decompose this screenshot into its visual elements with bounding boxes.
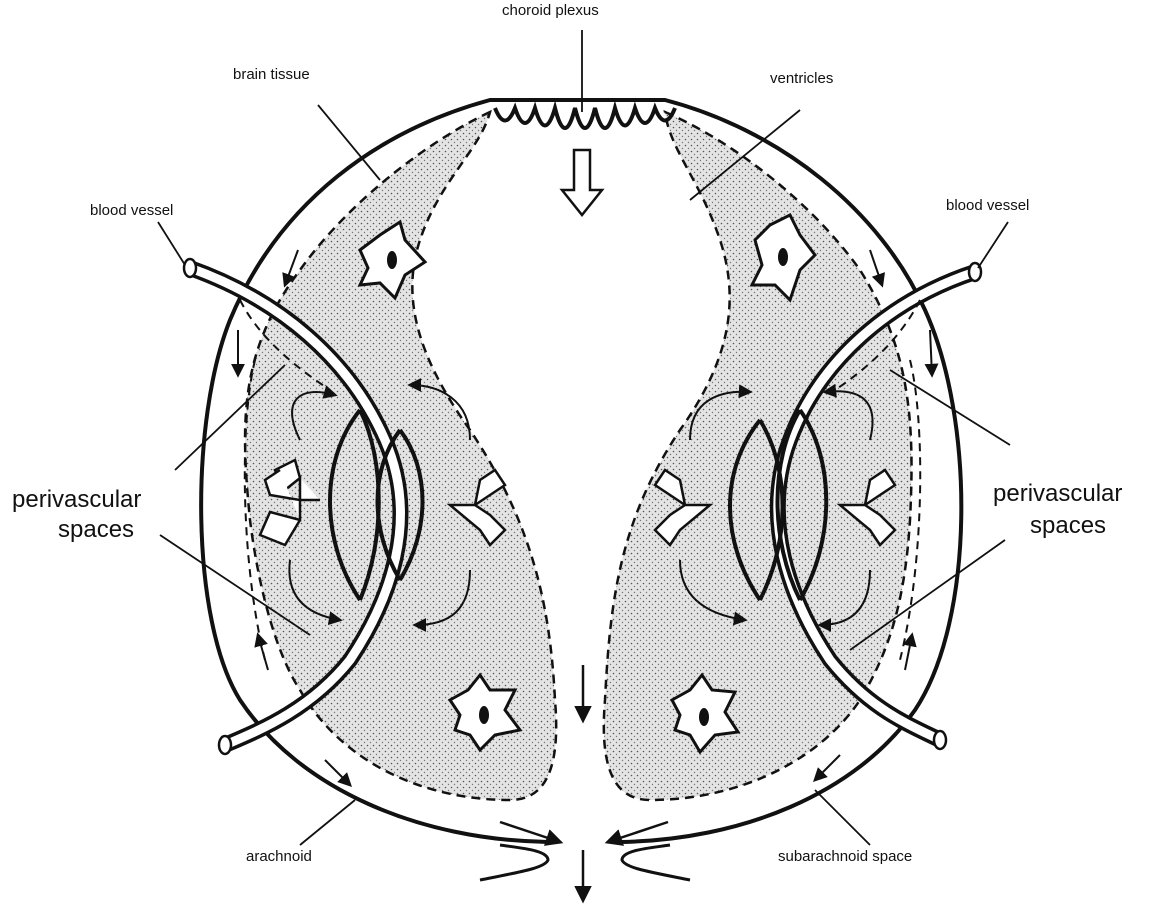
choroid-plexus-fold (495, 108, 675, 128)
label-perivascular-left-line2: spaces (58, 516, 134, 544)
label-choroid-plexus: choroid plexus (502, 2, 599, 19)
choroid-outflow-arrow (562, 150, 602, 215)
label-perivascular-right-line1: perivascular (993, 480, 1122, 508)
label-subarachnoid-space: subarachnoid space (778, 848, 912, 865)
label-brain-tissue: brain tissue (233, 66, 310, 83)
label-ventricles: ventricles (770, 70, 833, 87)
label-perivascular-left-line1: perivascular (12, 486, 141, 514)
label-arachnoid: arachnoid (246, 848, 312, 865)
label-blood-vessel-right: blood vessel (946, 197, 1029, 214)
label-perivascular-right-line2: spaces (1030, 512, 1106, 540)
arachnoid-exit-left (480, 845, 548, 880)
arachnoid-exit-right (622, 845, 690, 880)
label-blood-vessel-left: blood vessel (90, 202, 173, 219)
